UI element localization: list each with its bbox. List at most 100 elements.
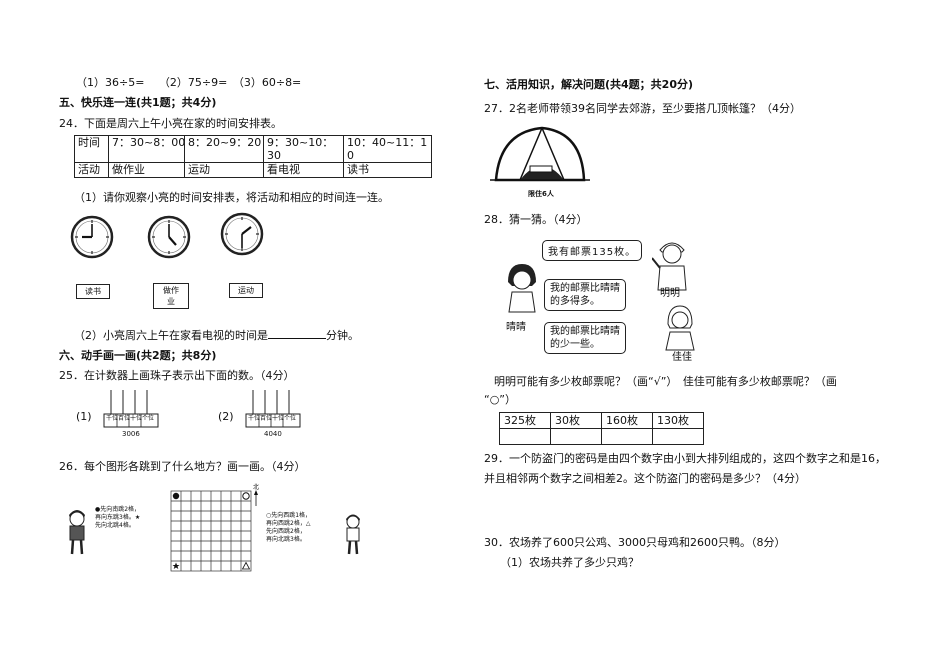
q28-question-line1: 明明可能有多少枚邮票呢？（画“√”） 佳佳可能有多少枚邮票呢？（画 — [494, 375, 837, 388]
table-cell: 活动 — [74, 162, 109, 178]
bubble-line: 我的邮票比晴晴 — [550, 326, 620, 337]
answer-cell[interactable] — [550, 428, 602, 445]
place-label: 十位 — [130, 415, 143, 422]
answer-cell[interactable] — [652, 428, 704, 445]
answer-cell[interactable] — [601, 428, 653, 445]
division-questions: （1）36÷5= （2）75÷9= （3）60÷8= — [76, 76, 302, 89]
table-row: 325枚 30枚 160枚 130枚 — [499, 412, 704, 429]
q29-line1: 29．一个防盗门的密码是由四个数字由小到大排列组成的，这四个数字之和是16， — [484, 452, 886, 465]
stamp-options-table: 325枚 30枚 160枚 130枚 — [499, 412, 704, 445]
table-cell: 看电视 — [263, 162, 344, 178]
place-label: 个位 — [142, 415, 155, 422]
q28-question-line2: “○”） — [484, 393, 516, 406]
speech-bubble: 我的邮票比晴晴 的多得多。 — [544, 279, 626, 311]
boy-figure-icon — [652, 242, 687, 291]
place-labels: 千位 百位 十位 个位 — [106, 415, 162, 423]
table-cell: 7：30~8：00 — [108, 135, 185, 163]
abacus-label-1: (1) — [76, 410, 92, 423]
option-cell[interactable]: 130枚 — [652, 412, 704, 429]
place-labels: 千位 百位 十位 个位 — [248, 415, 304, 423]
table-cell: 运动 — [184, 162, 264, 178]
clock-icon — [147, 215, 191, 259]
name-label: 明明 — [660, 288, 680, 299]
section-5-title: 五、快乐连一连(共1题；共4分) — [59, 96, 217, 109]
place-label: 个位 — [284, 415, 297, 422]
clock-icon — [220, 212, 264, 256]
table-cell: 9：30~10：30 — [263, 135, 344, 163]
boy-figure-icon — [346, 514, 360, 555]
note-line: 先向北跳4格。 — [95, 522, 135, 529]
abacus-icon — [103, 390, 159, 428]
place-label: 千位 — [248, 415, 261, 422]
q26-stem: 26．每个图形各跳到了什么地方？画一画。（4分） — [59, 460, 306, 473]
triangle-icon — [241, 561, 251, 570]
table-cell: 做作业 — [108, 162, 185, 178]
option-cell[interactable]: 325枚 — [499, 412, 551, 429]
q30-sub1: （1）农场共养了多少只鸡？ — [500, 556, 639, 569]
note-line: 再向北跳3格。 — [266, 536, 306, 543]
clock-icon — [70, 215, 114, 259]
place-label: 千位 — [106, 415, 119, 422]
girl-figure-icon — [508, 264, 536, 313]
q24-sub2-text: （2）小亮周六上午在家看电视的时间是 — [74, 329, 268, 342]
table-cell: 时间 — [74, 135, 109, 163]
table-cell: 读书 — [343, 162, 432, 178]
table-cell: 8：20~9：20 — [184, 135, 264, 163]
table-row — [499, 428, 704, 445]
note-line: 先向西跳2格， — [266, 528, 306, 535]
north-label: 北 — [253, 484, 260, 491]
bubble-line: 的少一些。 — [550, 339, 600, 350]
q25-stem: 25．在计数器上画珠子表示出下面的数。（4分） — [59, 369, 295, 382]
option-cell[interactable]: 30枚 — [550, 412, 602, 429]
option-cell[interactable]: 160枚 — [601, 412, 653, 429]
q27-stem: 27．2名老师带领39名同学去郊游，至少要搭几顶帐篷？（4分） — [484, 102, 801, 115]
table-cell: 10：40~11：10 — [343, 135, 432, 163]
answer-cell[interactable] — [499, 428, 551, 445]
north-arrow-icon — [254, 490, 258, 506]
tent-caption: 限住6人 — [528, 190, 554, 198]
q24-sub2-unit: 分钟。 — [326, 329, 359, 342]
boy-figure-icon — [69, 510, 85, 555]
activity-box-reading[interactable]: 读书 — [76, 284, 110, 299]
q29-line2: 并且相邻两个数字之间相差2。这个防盗门的密码是多少？（4分） — [484, 472, 806, 485]
name-label: 佳佳 — [672, 352, 692, 363]
right-instruction-note: ○先向西跳1格， 再向西跳2格，△ 先向西跳2格， 再向北跳3格。 — [266, 512, 311, 544]
q24-sub1: （1）请你观察小亮的时间安排表，将活动和相应的时间连一连。 — [74, 191, 389, 204]
q30-stem: 30．农场养了600只公鸡、3000只母鸡和2600只鸭。（8分） — [484, 536, 786, 549]
abacus-number-2: 4040 — [264, 430, 282, 438]
speech-bubble: 我的邮票比晴晴 的少一些。 — [544, 322, 626, 354]
girl-figure-icon — [665, 305, 695, 351]
note-line: 再向东跳3格。★ — [95, 514, 141, 521]
white-circle-icon — [242, 492, 250, 500]
activity-box-homework[interactable]: 做作业 — [153, 283, 189, 309]
name-label: 晴晴 — [506, 322, 526, 333]
answer-blank[interactable] — [268, 327, 326, 339]
table-row: 时间 7：30~8：00 8：20~9：20 9：30~10：30 10：40~… — [74, 135, 432, 163]
note-line: ○先向西跳1格， — [266, 512, 312, 519]
abacus-label-2: (2) — [218, 410, 234, 423]
schedule-table: 时间 7：30~8：00 8：20~9：20 9：30~10：30 10：40~… — [74, 135, 432, 178]
star-icon — [172, 562, 180, 569]
place-label: 百位 — [260, 415, 273, 422]
speech-bubble: 我有邮票135枚。 — [542, 240, 643, 261]
stamp-puzzle-picture: 我有邮票135枚。 我的邮票比晴晴 的多得多。 我的邮票比晴晴 的少一些。 晴晴… — [502, 234, 710, 364]
place-label: 十位 — [272, 415, 285, 422]
jump-grid — [170, 490, 252, 572]
table-row: 活动 做作业 运动 看电视 读书 — [74, 162, 432, 178]
section-7-title: 七、活用知识，解决问题(共4题；共20分) — [484, 78, 694, 91]
abacus-number-1: 3006 — [122, 430, 140, 438]
black-dot-icon — [172, 492, 180, 500]
note-line: 再向西跳2格，△ — [266, 520, 311, 527]
section-6-title: 六、动手画一画(共2题；共8分) — [59, 349, 217, 362]
left-instruction-note: ●先向南跳2格， 再向东跳3格。★ 先向北跳4格。 — [95, 506, 140, 530]
abacus-icon — [245, 390, 301, 428]
q24-sub2: （2）小亮周六上午在家看电视的时间是 分钟。 — [74, 327, 359, 343]
q24-stem: 24．下面是周六上午小亮在家的时间安排表。 — [59, 117, 282, 130]
tent-icon — [490, 126, 590, 182]
activity-box-sports[interactable]: 运动 — [229, 283, 263, 298]
bubble-line: 的多得多。 — [550, 296, 600, 307]
note-line: ●先向南跳2格， — [95, 506, 141, 513]
bubble-line: 我的邮票比晴晴 — [550, 283, 620, 294]
place-label: 百位 — [118, 415, 131, 422]
q28-stem: 28．猜一猜。（4分） — [484, 213, 588, 226]
